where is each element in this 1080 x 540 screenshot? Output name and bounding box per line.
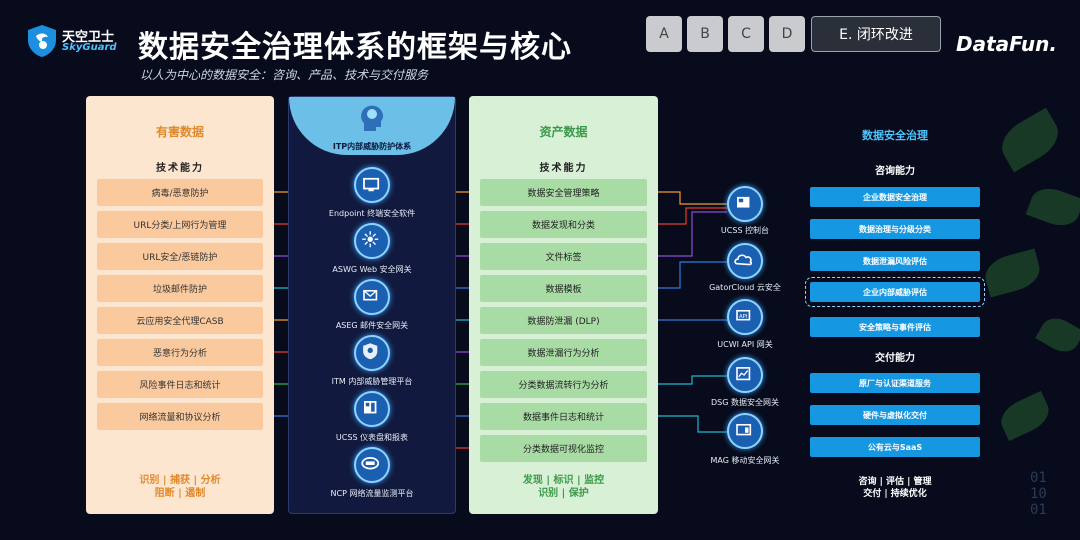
right-item-file-label: 文件标签: [480, 243, 647, 270]
page-subtitle: 以人为中心的数据安全：咨询、产品、技术与交付服务: [140, 68, 429, 82]
itp-column: ITP内部威胁防护体系 Endpoint 终端安全软件 ASWG Web 安全网…: [288, 96, 456, 514]
node-ucss-dashboard: UCSS 仪表盘和报表: [335, 433, 409, 442]
nav-tab-c[interactable]: C: [728, 16, 764, 52]
gov-delivery-item: 公有云与SaaS: [810, 437, 980, 457]
governance-footer: 咨询 | 评估 | 管理 交付 | 持续优化: [810, 476, 980, 500]
nav-tab-a[interactable]: A: [646, 16, 682, 52]
nav-tab-b[interactable]: B: [687, 16, 723, 52]
right-item-flow-behavior: 分类数据流转行为分析: [480, 371, 647, 398]
gov-consult-item: 安全策略与事件评估: [810, 317, 980, 337]
left-item-malicious-behavior: 恶意行为分析: [97, 339, 263, 366]
consult-capability-title: 咨询能力: [875, 166, 915, 177]
right-footer: 发现 | 标识 | 监控 识别 | 保护: [469, 474, 658, 500]
rnode-ucwi-api: UCWI API 网关: [717, 340, 773, 349]
asset-data-title: 资产数据: [539, 125, 588, 139]
gov-delivery-item: 硬件与虚拟化交付: [810, 405, 980, 425]
right-capability-title: 技术能力: [539, 163, 588, 174]
logo-text-cn: 天空卫士: [62, 30, 115, 45]
governance-footer-line1: 咨询 | 评估 | 管理: [858, 477, 932, 487]
right-footer-line1: 发现 | 标识 | 监控: [522, 475, 605, 486]
svg-text:API: API: [739, 314, 748, 320]
node-connector: [658, 207, 727, 225]
left-item-url-security: URL安全/恶链防护: [97, 243, 263, 270]
delivery-capability-title: 交付能力: [875, 353, 915, 364]
threat-platform-icon: [354, 335, 390, 371]
itp-title: ITP内部威胁防护体系: [332, 142, 412, 151]
right-footer-line2: 识别 | 保护: [538, 488, 589, 499]
node-aswg: ASWG Web 安全网关: [332, 265, 412, 274]
right-item-dlp: 数据防泄漏 (DLP): [480, 307, 647, 334]
page-title: 数据安全治理体系的框架与核心: [138, 30, 572, 65]
left-item-casb: 云应用安全代理CASB: [97, 307, 263, 334]
harmful-data-title: 有害数据: [155, 125, 204, 139]
node-connector: [658, 415, 727, 433]
right-item-visual-monitor: 分类数据可视化监控: [480, 435, 647, 462]
nav-tab-e-active[interactable]: E. 闭环改进: [811, 16, 941, 52]
mail-gateway-icon: [354, 279, 390, 315]
skyguard-logo: 天空卫士 SkyGuard: [26, 24, 122, 60]
gov-consult-item: 企业数据安全治理: [810, 187, 980, 207]
left-capability-title: 技术能力: [156, 163, 204, 174]
left-item-virus-protection: 病毒/恶意防护: [97, 179, 263, 206]
governance-title: 数据安全治理: [862, 129, 928, 142]
node-ncp: NCP 网络流量监测平台: [330, 489, 414, 498]
gov-consult-item: 数据治理与分级分类: [810, 219, 980, 239]
gov-consult-item-highlighted: 企业内部威胁评估: [805, 277, 985, 307]
rnode-ucss-console: UCSS 控制台: [720, 226, 770, 235]
itp-header-banner: ITP内部威胁防护体系: [289, 97, 455, 155]
left-footer: 识别 | 捕获 | 分析 阻断 | 遏制: [86, 474, 274, 500]
node-aseg: ASEG 邮件安全网关: [335, 321, 409, 330]
right-item-event-log: 数据事件日志和统计: [480, 403, 647, 430]
left-footer-line2: 阻断 | 遏制: [154, 488, 206, 499]
logo-text-en: SkyGuard: [62, 42, 117, 53]
left-item-url-category: URL分类/上网行为管理: [97, 211, 263, 238]
nav-tab-d[interactable]: D: [769, 16, 805, 52]
right-item-template: 数据模板: [480, 275, 647, 302]
node-connector: [658, 211, 727, 257]
left-item-spam: 垃圾邮件防护: [97, 275, 263, 302]
node-connector: [658, 261, 727, 289]
data-gateway-icon: [727, 357, 763, 393]
node-endpoint: Endpoint 终端安全软件: [328, 209, 416, 218]
asset-data-column: 资产数据 技术能力 数据安全管理策略 数据发现和分类 文件标签 数据模板 数据防…: [469, 96, 658, 514]
network-monitor-icon: [354, 447, 390, 483]
dashboard-icon: [354, 391, 390, 427]
datafun-brand: DataFun.: [956, 32, 1057, 56]
api-gateway-icon: API: [727, 299, 763, 335]
web-gateway-icon: [354, 223, 390, 259]
shield-icon: [28, 25, 56, 57]
left-footer-line1: 识别 | 捕获 | 分析: [139, 475, 221, 486]
gov-delivery-item: 原厂与认证渠道服务: [810, 373, 980, 393]
rnode-gatorcloud: GatorCloud 云安全: [709, 283, 781, 292]
head-brain-icon: [361, 105, 384, 131]
right-item-policy: 数据安全管理策略: [480, 179, 647, 206]
left-item-traffic-analysis: 网络流量和协议分析: [97, 403, 263, 430]
console-icon: [727, 186, 763, 222]
harmful-data-column: 有害数据 技术能力 病毒/恶意防护 URL分类/上网行为管理 URL安全/恶链防…: [86, 96, 274, 514]
gov-consult-item: 数据泄漏风险评估: [810, 251, 980, 271]
monitor-icon: [354, 167, 390, 203]
mobile-gateway-icon: [727, 413, 763, 449]
right-item-discovery: 数据发现和分类: [480, 211, 647, 238]
node-itm: ITM 内部威胁管理平台: [331, 377, 413, 386]
right-item-leak-behavior: 数据泄漏行为分析: [480, 339, 647, 366]
node-connector: [658, 375, 727, 385]
rnode-mag: MAG 移动安全网关: [710, 456, 780, 465]
node-connector: [658, 191, 727, 205]
left-item-risk-log: 风险事件日志和统计: [97, 371, 263, 398]
governance-footer-line2: 交付 | 持续优化: [863, 489, 927, 499]
cloud-icon: [727, 243, 763, 279]
rnode-dsg: DSG 数据安全网关: [711, 398, 779, 407]
